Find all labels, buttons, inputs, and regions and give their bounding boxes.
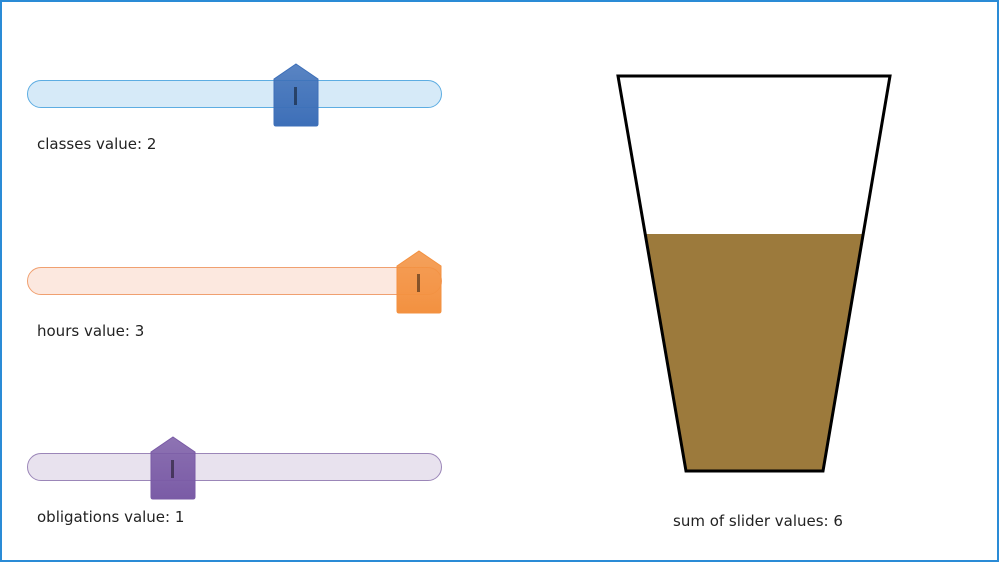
glass-outline [616, 74, 892, 473]
hours-value-label: hours value: 3 [37, 322, 145, 340]
classes-slider-track[interactable] [27, 80, 442, 108]
hours-slider-thumb[interactable] [396, 250, 442, 314]
hours-slider-track[interactable] [27, 267, 442, 295]
glass-fill [645, 234, 864, 471]
hours-slider[interactable] [27, 250, 442, 314]
classes-value-label: classes value: 2 [37, 135, 157, 153]
classes-slider[interactable] [27, 63, 442, 127]
sum-label: sum of slider values: 6 [673, 512, 843, 530]
obligations-slider[interactable] [27, 436, 442, 500]
obligations-slider-track[interactable] [27, 453, 442, 481]
classes-slider-thumb[interactable] [273, 63, 319, 127]
obligations-slider-thumb[interactable] [150, 436, 196, 500]
obligations-value-label: obligations value: 1 [37, 508, 185, 526]
